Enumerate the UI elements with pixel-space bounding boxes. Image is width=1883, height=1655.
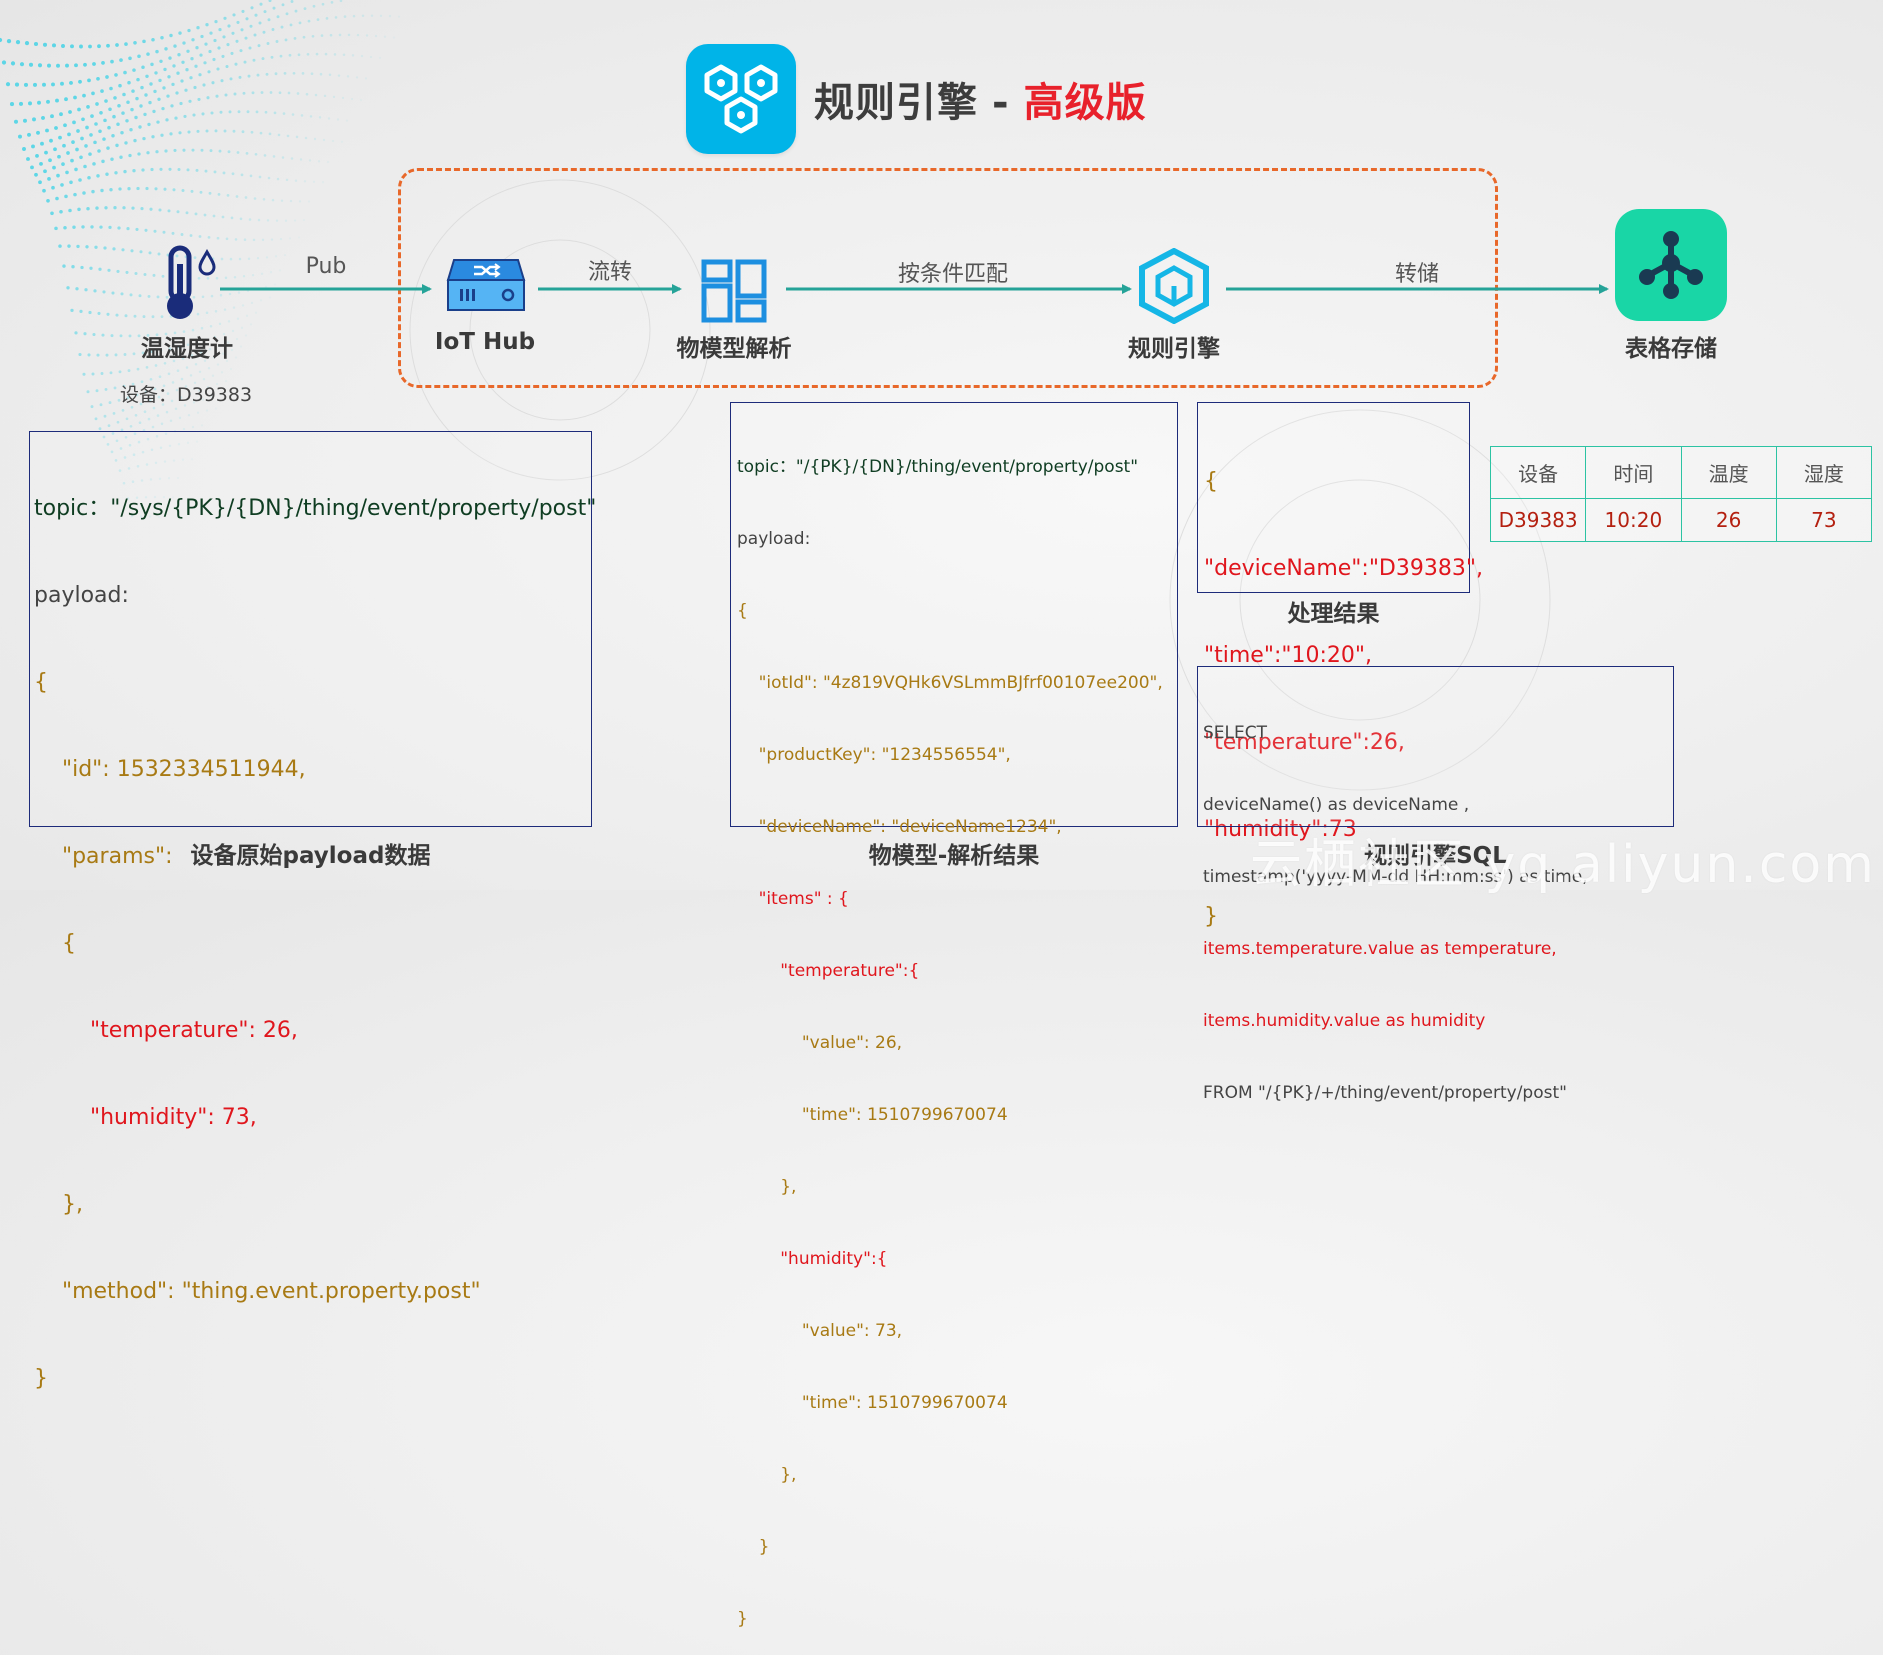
raw-payload-caption: 设备原始payload数据 (190, 843, 431, 869)
edge-label-match: 按条件匹配 (897, 262, 1008, 287)
code-line: } (34, 1366, 48, 1391)
code-line: "humidity":{ (737, 1249, 888, 1269)
code-line: { (737, 601, 748, 621)
code-line: "params": (34, 844, 173, 869)
code-line: { (34, 670, 48, 695)
node-label-thermometer: 温湿度计 (141, 336, 233, 362)
edge-label-store: 转储 (1394, 262, 1439, 287)
parsed-payload-caption: 物模型-解析结果 (868, 843, 1040, 869)
edge-label-flow: 流转 (587, 260, 632, 285)
code-line: timestamp('yyyy-MM-dd HH:mm:ss') as time… (1203, 867, 1588, 887)
edge-label-pub: Pub (305, 254, 347, 279)
code-line: "productKey": "1234556554", (737, 745, 1011, 765)
node-label-thing-model: 物模型解析 (676, 336, 792, 362)
title-accent: 高级版 (1023, 80, 1147, 126)
table-store-icon (1615, 209, 1727, 321)
code-line: FROM "/{PK}/+/thing/event/property/post" (1203, 1083, 1567, 1103)
node-label-iot-hub: IoT Hub (434, 329, 536, 355)
code-line: "humidity": 73, (34, 1105, 257, 1130)
code-line: { (1204, 469, 1218, 494)
table-cell: 26 (1680, 497, 1777, 543)
code-line: } (737, 1537, 770, 1557)
rule-engine-icon (1139, 248, 1209, 324)
raw-payload-box: topic："/sys/{PK}/{DN}/thing/event/proper… (29, 431, 596, 1391)
code-line: "value": 26, (737, 1033, 903, 1053)
device-id-label: 设备：D39383 (120, 384, 253, 406)
table-header-cell: 设备 (1489, 446, 1587, 499)
table-cell: 73 (1775, 497, 1873, 543)
code-line: payload: (34, 583, 129, 608)
code-line: }, (34, 1192, 83, 1217)
table-cell: D39383 (1489, 497, 1587, 543)
table-row: D39383 10:20 26 73 (1489, 497, 1873, 543)
flow-arrows (220, 284, 1609, 294)
code-line: items.humidity.value as humidity (1203, 1011, 1486, 1031)
thing-model-icon (701, 259, 767, 323)
code-line: "deviceName": "deviceName1234", (737, 817, 1062, 837)
rule-engine-logo-icon (686, 44, 796, 154)
code-line: SELECT (1203, 723, 1267, 743)
code-line: deviceName() as deviceName , (1203, 795, 1470, 815)
thermometer-icon (167, 245, 216, 319)
processing-region-frame (398, 168, 1498, 388)
code-line: "iotId": "4z819VQHk6VSLmmBJfrf00107ee200… (737, 673, 1163, 693)
code-line: "temperature": 26, (34, 1018, 298, 1043)
rule-sql-caption: 规则引擎SQL (1364, 843, 1507, 869)
result-box: { "deviceName":"D39383", "time":"10:20",… (1197, 402, 1483, 929)
code-line: "temperature":{ (737, 961, 920, 981)
title-separator: - (992, 80, 1010, 126)
code-line: } (1204, 904, 1218, 929)
watermark-text: 云栖社区 yq.aliyun.com (1250, 835, 1876, 895)
title-main: 规则引擎 (814, 80, 978, 126)
table-header-row: 设备 时间 温度 湿度 (1489, 446, 1873, 499)
code-line: "temperature":26, (1204, 730, 1405, 755)
code-line: "time": 1510799670074 (737, 1393, 1008, 1413)
code-line: "time":"10:20", (1204, 643, 1372, 668)
table-header-cell: 温度 (1680, 446, 1777, 499)
code-line: "method": "thing.event.property.post" (34, 1279, 481, 1304)
table-header-cell: 时间 (1585, 446, 1682, 499)
code-line: { (34, 931, 76, 956)
code-line: topic："/{PK}/{DN}/thing/event/property/p… (737, 457, 1139, 477)
code-line: "id": 1532334511944, (34, 757, 306, 782)
code-line: "items" : { (737, 889, 849, 909)
code-line: "time": 1510799670074 (737, 1105, 1008, 1125)
code-line: }, (737, 1177, 797, 1197)
topic-prefix: topic："/sys/{PK}/{DN}/thing/event/proper… (34, 496, 597, 521)
rule-sql-box: SELECT deviceName() as deviceName , time… (1197, 666, 1674, 1103)
code-line: "deviceName":"D39383", (1204, 556, 1483, 581)
result-caption: 处理结果 (1287, 601, 1380, 627)
code-line: } (737, 1609, 748, 1629)
code-line: "value": 73, (737, 1321, 903, 1341)
code-line: payload: (737, 529, 811, 549)
code-line: items.temperature.value as temperature, (1203, 939, 1557, 959)
code-line: "humidity":73 (1204, 817, 1357, 842)
node-label-rule-engine: 规则引擎 (1128, 336, 1220, 362)
table-cell: 10:20 (1585, 497, 1682, 543)
diagram-title: 规则引擎-高级版 (686, 44, 1147, 154)
parsed-payload-box: topic："/{PK}/{DN}/thing/event/property/p… (730, 402, 1178, 1629)
background-dot-pattern (0, 0, 1551, 791)
table-header-cell: 湿度 (1775, 446, 1873, 499)
iot-hub-icon (446, 259, 526, 311)
code-line: topic："/sys/{PK}/{DN}/thing/event/proper… (34, 494, 596, 523)
table-store-result: 设备 时间 温度 湿度 D39383 10:20 26 73 (1489, 446, 1873, 543)
code-line: }, (737, 1465, 797, 1485)
node-label-table-store: 表格存储 (1625, 336, 1717, 362)
